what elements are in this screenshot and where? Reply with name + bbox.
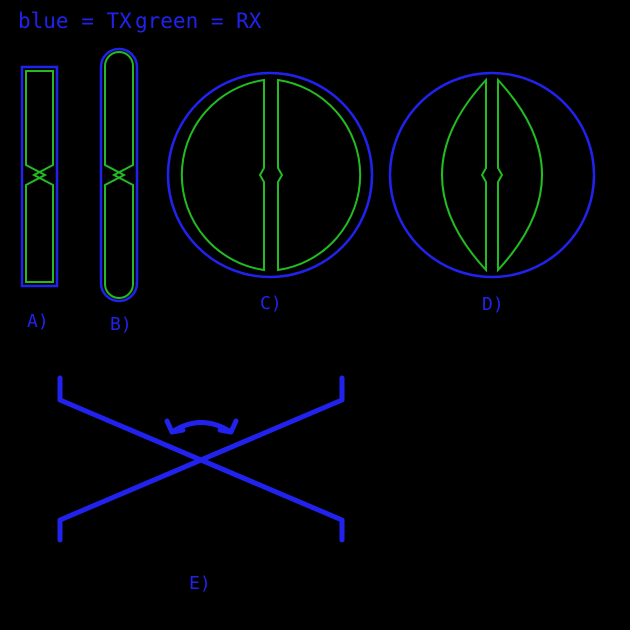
caption-c: C) xyxy=(260,293,282,314)
crossed-coil-icon xyxy=(57,375,345,543)
coil-b xyxy=(99,47,139,303)
coil-c xyxy=(166,71,374,279)
rotation-arrow-icon xyxy=(164,418,239,435)
coil-b-rx xyxy=(104,51,134,299)
coil-d-rx-left xyxy=(441,77,487,273)
coil-c-rx-left xyxy=(180,78,265,272)
coil-d xyxy=(388,71,596,279)
coil-b-tx xyxy=(99,47,139,303)
caption-a: A) xyxy=(27,311,49,332)
coil-d-tx xyxy=(388,71,596,279)
coil-a-tx xyxy=(20,65,59,288)
legend-tx: blue = TX xyxy=(18,9,132,33)
crossed-coil-line-b xyxy=(57,375,345,543)
caption-d: D) xyxy=(482,294,504,315)
caption-b: B) xyxy=(110,314,132,335)
legend-rx: green = RX xyxy=(135,9,262,33)
caption-e: E) xyxy=(189,573,211,594)
coil-c-tx xyxy=(166,71,374,279)
coil-a xyxy=(20,65,59,288)
coil-c-rx-right xyxy=(277,78,362,272)
coil-d-rx-right xyxy=(497,77,543,273)
coil-a-rx xyxy=(25,70,54,283)
